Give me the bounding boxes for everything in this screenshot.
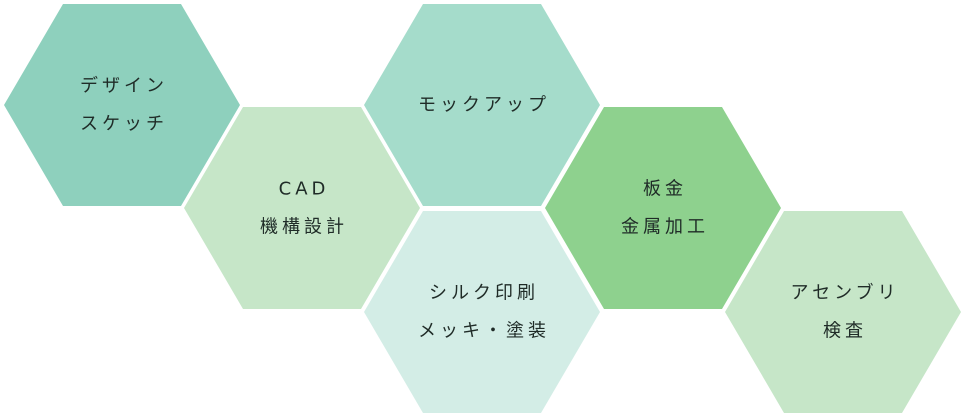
hexagon-label: モックアップ <box>418 95 550 116</box>
hexagon-shape <box>364 211 600 413</box>
hexagon-label: デザイン <box>80 76 168 97</box>
hexagon-shape <box>364 4 600 206</box>
hexagon-label: アセンブリ <box>790 282 899 304</box>
hexagon-shape <box>184 107 420 309</box>
hexagon-label: 機構設計 <box>260 217 348 238</box>
hexagon-shape <box>725 211 961 413</box>
hexagon-shape <box>4 4 240 206</box>
hexagon-label: 検査 <box>823 321 867 342</box>
process-hexagon: CAD 機構設計 <box>184 107 420 309</box>
hexagon-shape <box>545 107 781 309</box>
hexagon-label: シルク印刷 <box>429 283 539 304</box>
hexagon-label: スケッチ <box>80 114 168 135</box>
hexagon-label: 金属加工 <box>621 217 709 238</box>
hexagon-label: メッキ・塗装 <box>418 320 550 342</box>
hexagon-label: CAD <box>279 179 330 200</box>
process-hexagon: モックアップ <box>364 4 600 206</box>
hexagon-label: 板金 <box>643 179 687 200</box>
